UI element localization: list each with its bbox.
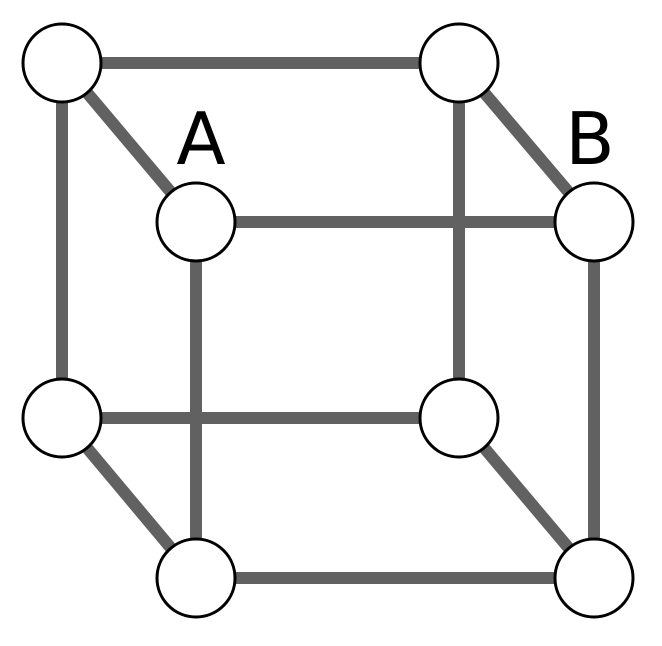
edges <box>56 57 600 584</box>
nodes <box>21 22 635 619</box>
node-a <box>155 181 237 263</box>
node-back-top-left <box>21 22 103 104</box>
node-b <box>553 181 635 263</box>
label-a: A <box>176 97 225 181</box>
node-back-bottom-right <box>418 377 500 459</box>
node-front-bottom-right <box>553 537 635 619</box>
node-back-bottom-left <box>21 377 103 459</box>
node-back-top-right <box>418 22 500 104</box>
node-front-bottom-left <box>155 537 237 619</box>
label-b: B <box>565 97 614 181</box>
